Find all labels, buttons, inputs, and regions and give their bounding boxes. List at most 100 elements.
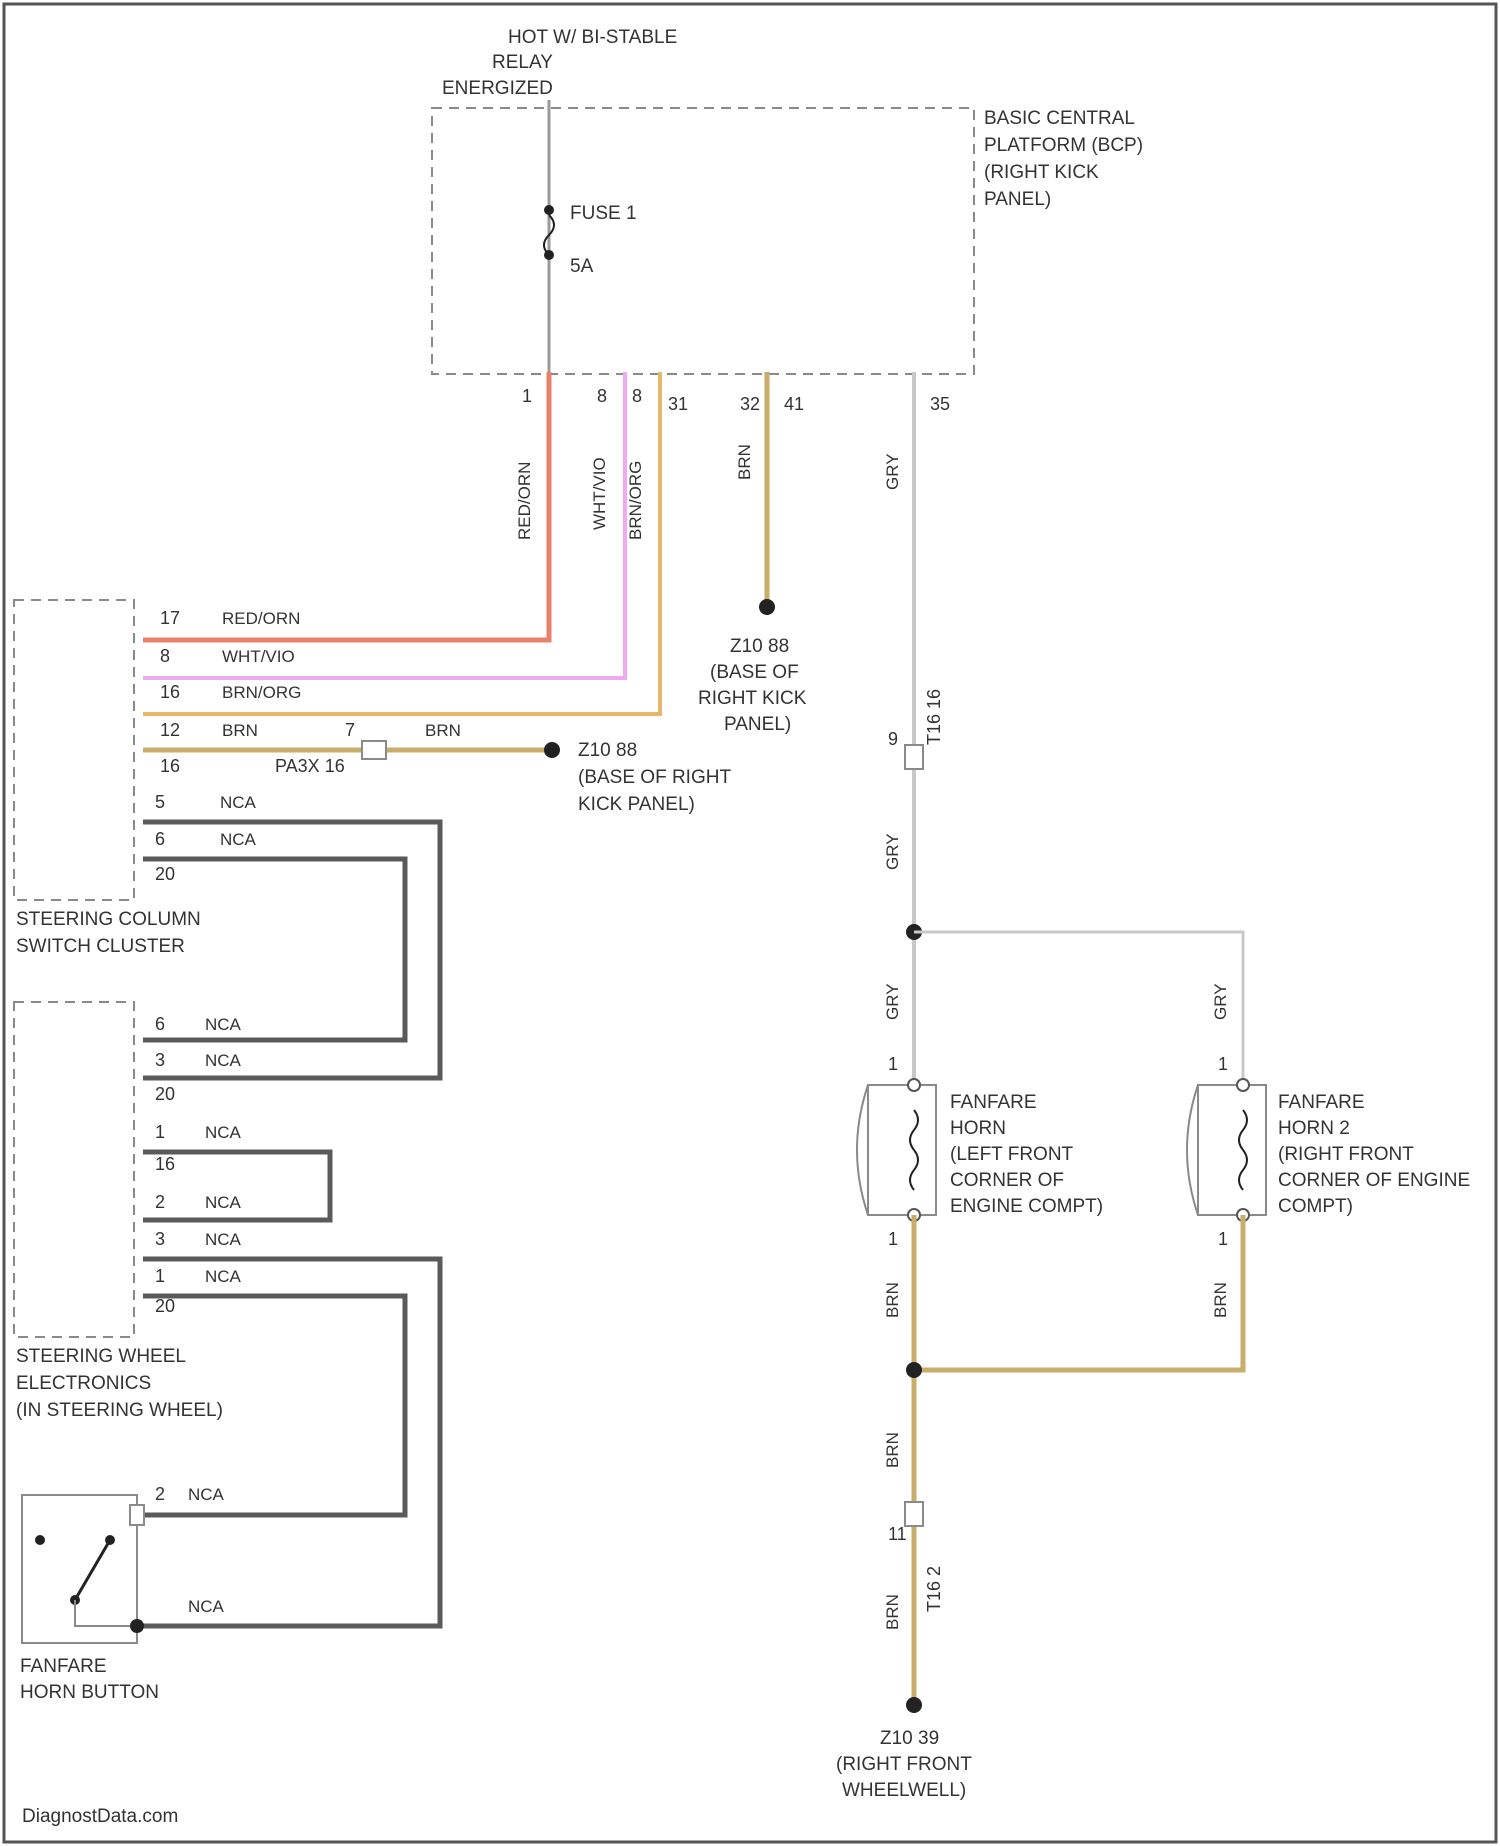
ground-label: RIGHT KICK	[698, 688, 807, 709]
wire-label: NCA	[188, 1597, 225, 1616]
horn2-pin: 1	[1218, 1054, 1228, 1074]
horn2-label: FANFARE	[1278, 1092, 1365, 1113]
sccs-pin-label: 5	[155, 792, 165, 812]
ground-label: WHEELWELL)	[842, 1780, 966, 1801]
horn2-terminal	[1237, 1079, 1249, 1091]
horn2-body	[1198, 1085, 1266, 1215]
wire-label: NCA	[205, 1267, 242, 1286]
ground-label: Z10 88	[578, 740, 637, 761]
wire-label-brn-org: BRN/ORG	[626, 461, 645, 540]
connector-pin	[130, 1505, 144, 1525]
wire-label: NCA	[220, 830, 257, 849]
wire-gry-branch	[914, 932, 1243, 1085]
bcp-label: (RIGHT KICK	[984, 162, 1099, 183]
fuse-terminal	[544, 205, 554, 215]
wire-red-org	[143, 372, 549, 640]
bcp-pin-label: 1	[522, 386, 532, 406]
ground-label: PANEL)	[724, 714, 791, 735]
wire-label: RED/ORN	[222, 609, 300, 628]
sccs-label: SWITCH CLUSTER	[16, 936, 185, 957]
bcp-label: PANEL)	[984, 189, 1051, 210]
horn2-coil	[1239, 1110, 1247, 1190]
horn2-label: CORNER OF ENGINE	[1278, 1170, 1470, 1191]
horn1-terminal	[908, 1079, 920, 1091]
horn1-label: CORNER OF	[950, 1170, 1064, 1191]
page-border	[4, 4, 1496, 1842]
sccs-pin-label: 20	[155, 864, 175, 884]
swe-label: ELECTRONICS	[16, 1373, 151, 1394]
bcp-pin-label: 31	[668, 394, 688, 414]
ground-point	[544, 742, 560, 758]
horn1-label: (LEFT FRONT	[950, 1144, 1074, 1165]
switch-lever	[75, 1540, 110, 1600]
wire-label-wht-vio: WHT/VIO	[590, 457, 609, 530]
horn1-coil	[910, 1110, 918, 1190]
connector-label: T16 2	[924, 1566, 944, 1612]
fuse-rating: 5A	[570, 256, 594, 277]
wire-label: WHT/VIO	[222, 647, 295, 666]
power-source-label: ENERGIZED	[442, 78, 553, 99]
sccs-module-box	[14, 600, 134, 900]
sccs-pin-label: 6	[155, 829, 165, 849]
inline-connector	[905, 1502, 923, 1526]
horn-button-pin: 2	[155, 1484, 165, 1504]
bcp-module-box	[432, 108, 974, 374]
horn1-label: ENGINE COMPT)	[950, 1196, 1103, 1217]
wire-label: NCA	[205, 1193, 242, 1212]
swe-pin-label: 1	[155, 1122, 165, 1142]
splice-point	[906, 1362, 922, 1378]
ground-point	[906, 1697, 922, 1713]
horn1-label: FANFARE	[950, 1092, 1037, 1113]
fuse-name: FUSE 1	[570, 203, 637, 224]
sccs-pin-label: 8	[160, 646, 170, 666]
wire-brn-org	[143, 372, 660, 714]
horn1-label: HORN	[950, 1118, 1006, 1139]
inline-connector	[362, 741, 386, 759]
horn-button-box	[22, 1495, 137, 1643]
horn2-label: HORN 2	[1278, 1118, 1350, 1139]
wire-label-gry: GRY	[883, 453, 902, 490]
ground-label: (BASE OF	[710, 662, 799, 683]
swe-pin-label: 3	[155, 1229, 165, 1249]
wire-label-brn: BRN	[883, 1282, 902, 1318]
wire-label-gry: GRY	[883, 833, 902, 870]
wire-label: NCA	[205, 1230, 242, 1249]
bcp-label: BASIC CENTRAL	[984, 108, 1135, 129]
ground-point	[759, 599, 775, 615]
horn2-pin: 1	[1218, 1229, 1228, 1249]
swe-pin-label: 20	[155, 1084, 175, 1104]
inline-connector	[905, 745, 923, 769]
horn1-bell	[857, 1085, 868, 1215]
power-source-label: HOT W/ BI-STABLE	[508, 27, 677, 48]
sccs-pin-label: 16	[160, 682, 180, 702]
connector-label: PA3X 16	[275, 756, 345, 776]
ground-label: KICK PANEL)	[578, 794, 695, 815]
wire-label-brn: BRN	[883, 1432, 902, 1468]
wire-label: BRN/ORG	[222, 683, 301, 702]
swe-pin-label: 2	[155, 1192, 165, 1212]
horn1-body	[868, 1085, 936, 1215]
swe-label: (IN STEERING WHEEL)	[16, 1400, 223, 1421]
power-source-label: RELAY	[492, 52, 553, 73]
swe-pin-label: 1	[155, 1266, 165, 1286]
wire-label: NCA	[205, 1051, 242, 1070]
bcp-pin-label: 41	[784, 394, 804, 414]
wire-label: NCA	[220, 793, 257, 812]
wire-nca	[137, 1259, 440, 1626]
ground-label: (RIGHT FRONT	[836, 1754, 972, 1775]
wire-label: BRN	[222, 721, 258, 740]
wire-label: BRN	[425, 721, 461, 740]
sccs-label: STEERING COLUMN	[16, 909, 201, 930]
fuse-terminal	[544, 250, 554, 260]
wire-label-gry: GRY	[1211, 983, 1230, 1020]
ground-label: Z10 39	[880, 1728, 939, 1749]
bcp-pin-label: 8	[597, 386, 607, 406]
horn2-bell	[1187, 1085, 1198, 1215]
splice-point	[130, 1619, 144, 1633]
sccs-pin-label: 16	[160, 756, 180, 776]
wire-brn-horn2	[914, 1215, 1243, 1370]
connector-label: T16 16	[924, 689, 944, 745]
wire-label-red-org: RED/ORN	[515, 462, 534, 540]
connector-label: 9	[888, 729, 898, 749]
